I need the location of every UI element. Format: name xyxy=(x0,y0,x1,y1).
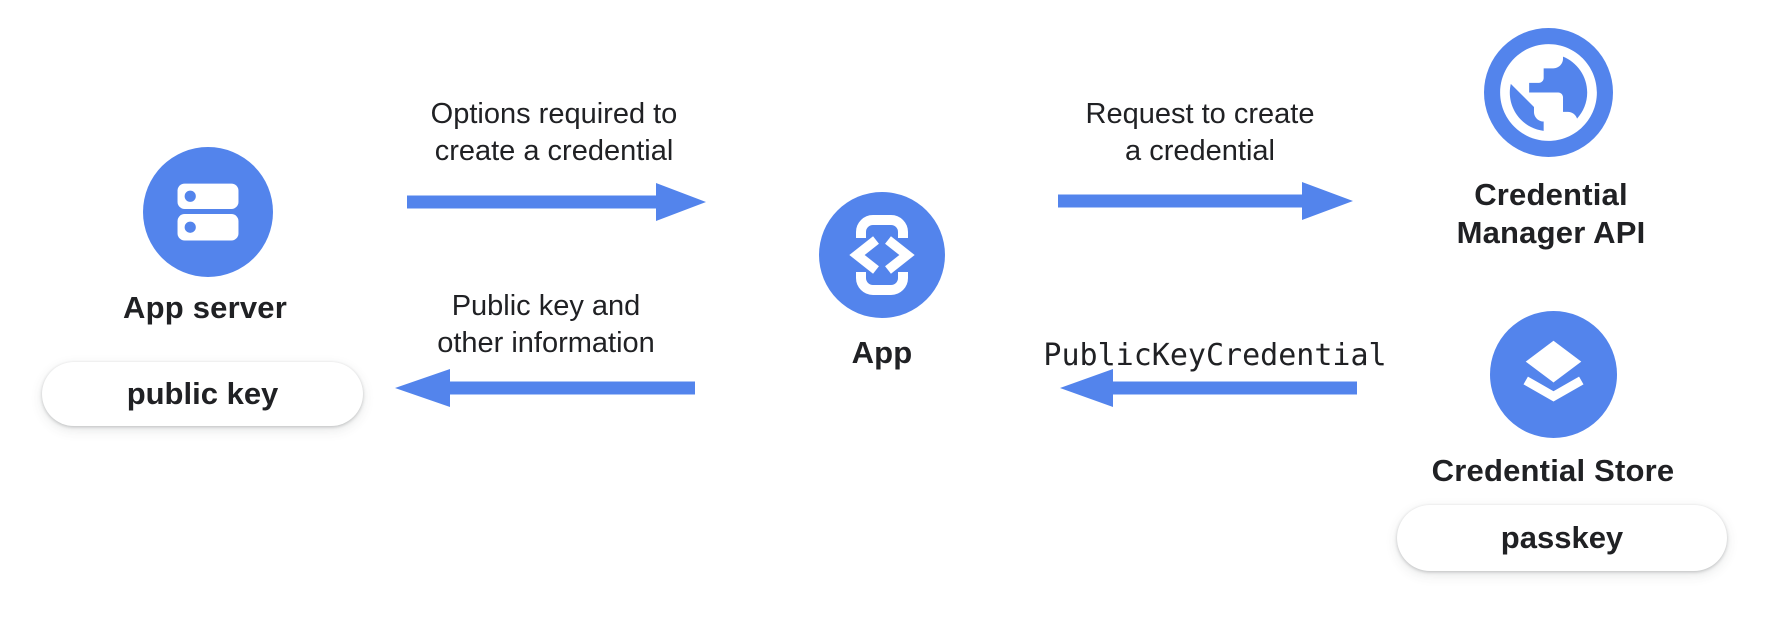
passkey-pill-label: passkey xyxy=(1500,520,1624,555)
arrow-caption-options: Options required to create a credential xyxy=(354,96,754,170)
arrow-caption-publickeycredential: PublicKeyCredential xyxy=(1043,338,1387,373)
server-icon xyxy=(143,147,273,277)
credential-manager-api-label-line: Credential xyxy=(1474,177,1628,212)
arrow-caption-request-create: Request to create a credential xyxy=(1000,96,1400,170)
phone-code-icon xyxy=(819,192,945,318)
caption-line: Request to create xyxy=(1085,98,1315,130)
caption-line: Public key and xyxy=(451,290,641,322)
arrow-left-publickeycredential-icon xyxy=(1060,369,1357,407)
app-server-label: App server xyxy=(123,290,287,325)
caption-line: other information xyxy=(437,327,655,359)
arrow-left-public-key-icon xyxy=(395,369,695,407)
arrow-caption-public-key-info: Public key and other information xyxy=(346,288,746,362)
credential-store-label: Credential Store xyxy=(1431,453,1675,488)
public-key-pill-label: public key xyxy=(126,376,279,411)
credential-manager-api-label: Credential Manager API xyxy=(1351,176,1751,252)
arrow-right-options-icon xyxy=(407,183,706,221)
caption-line: a credential xyxy=(1125,135,1275,167)
caption-line: create a credential xyxy=(434,135,674,167)
globe-icon xyxy=(1484,28,1613,157)
credential-manager-api-label-line: Manager API xyxy=(1456,215,1646,250)
app-label: App xyxy=(851,335,913,370)
caption-line: Options required to xyxy=(430,98,678,130)
passkey-pill: passkey xyxy=(1397,505,1727,571)
layers-icon xyxy=(1490,311,1617,438)
public-key-pill: public key xyxy=(42,362,363,426)
arrow-right-request-icon xyxy=(1058,182,1353,220)
